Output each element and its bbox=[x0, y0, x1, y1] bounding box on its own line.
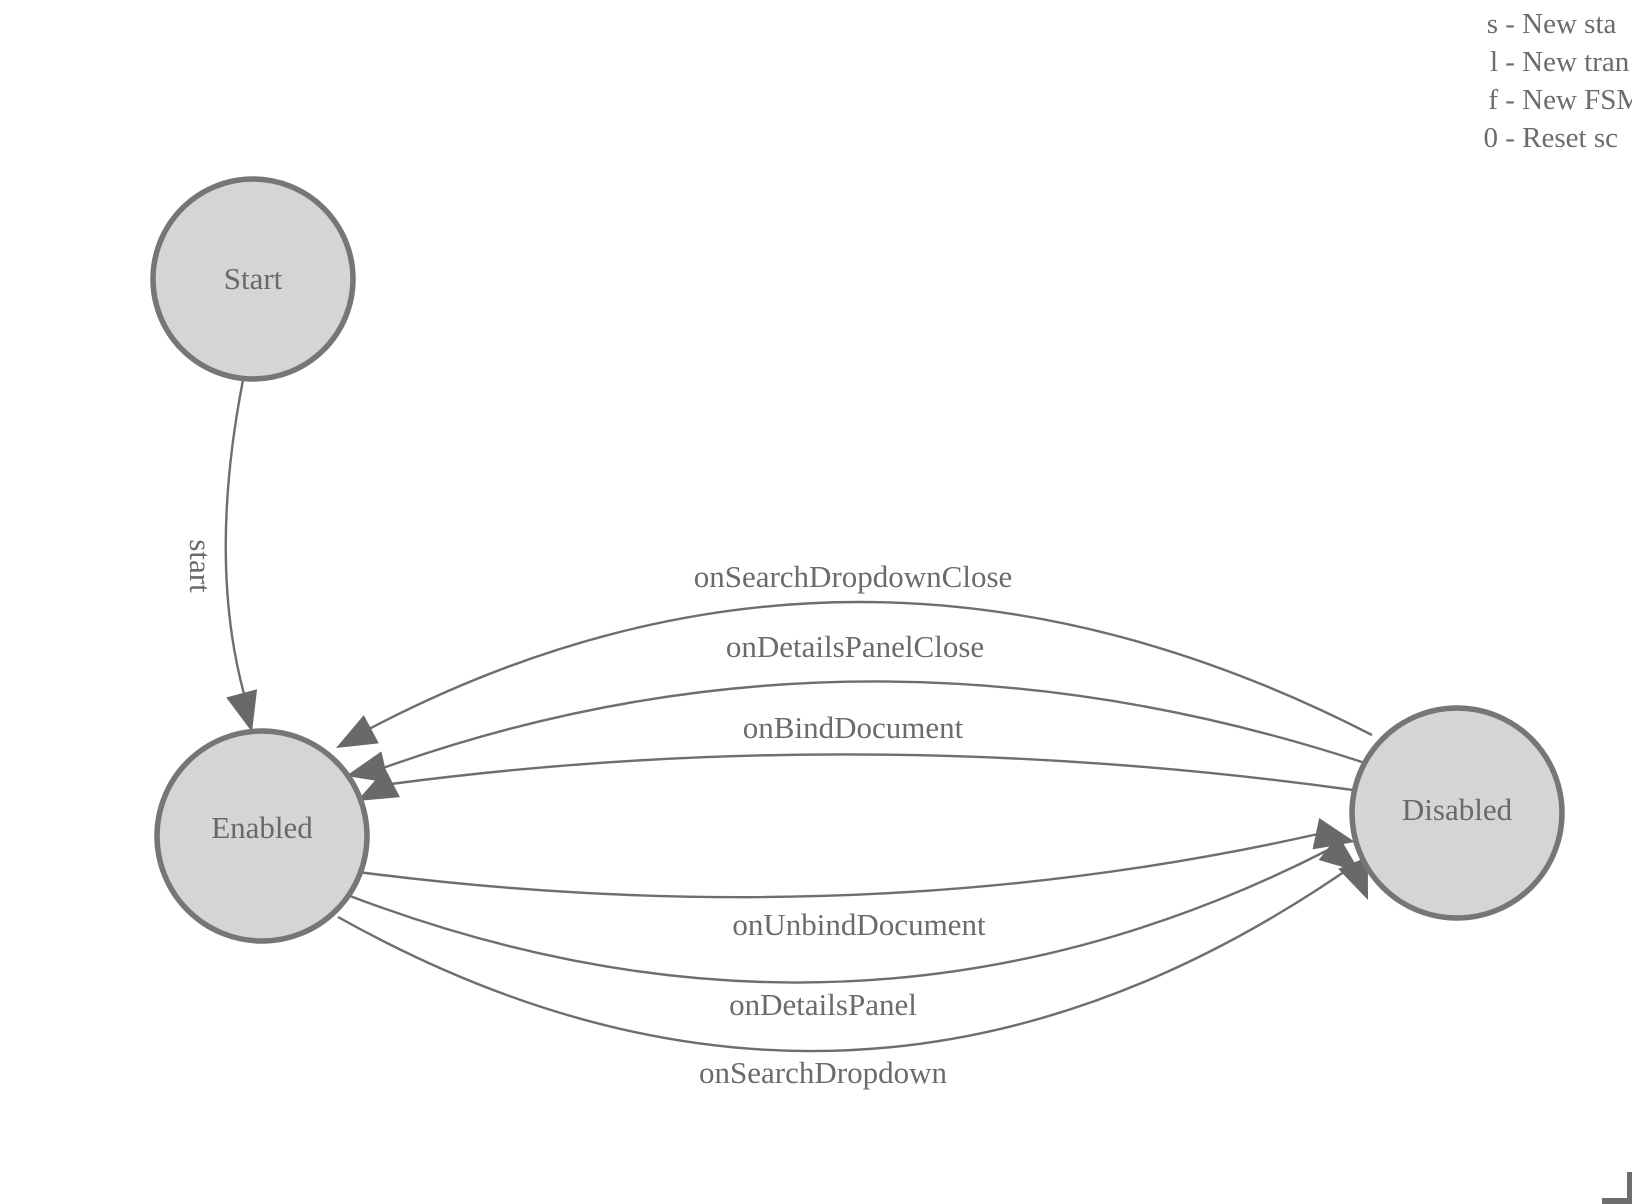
legend-text: New tran bbox=[1522, 46, 1630, 78]
arrowhead-start-to-enabled bbox=[226, 689, 258, 732]
node-disabled-circle[interactable] bbox=[1349, 705, 1565, 921]
corner-mark-vertical bbox=[1627, 1172, 1632, 1204]
node-enabled[interactable]: Enabled bbox=[154, 728, 370, 944]
arrowhead-onSearchDropdownClose bbox=[336, 715, 379, 748]
corner-mark-horizontal bbox=[1602, 1198, 1632, 1204]
edge-group bbox=[224, 379, 1373, 1053]
corner-mark bbox=[1602, 1172, 1632, 1204]
node-start-label: Start bbox=[224, 261, 283, 296]
legend-key: l bbox=[1489, 46, 1498, 78]
legend-text: New FSM bbox=[1522, 84, 1632, 116]
edge-label-onSearchDropdownClose: onSearchDropdownClose bbox=[694, 559, 1013, 594]
edge-onDetailsPanel[interactable] bbox=[349, 847, 1331, 984]
edge-label-onDetailsPanelClose: onDetailsPanelClose bbox=[726, 629, 984, 664]
node-enabled-circle[interactable] bbox=[154, 728, 370, 944]
arrowhead-onDetailsPanel bbox=[1318, 834, 1360, 872]
legend-item-new-fsm: f - New FSM bbox=[1482, 81, 1632, 119]
legend-key: s bbox=[1486, 8, 1498, 40]
legend-text: Reset sc bbox=[1522, 122, 1619, 154]
legend-key: f bbox=[1488, 84, 1498, 116]
edge-label-onUnbindDocument: onUnbindDocument bbox=[732, 907, 986, 942]
legend-item-new-transition: l - New tran bbox=[1482, 43, 1632, 81]
arrowhead-onUnbindDocument bbox=[1312, 818, 1355, 850]
node-start-circle[interactable] bbox=[150, 176, 356, 382]
edge-onDetailsPanelClose[interactable] bbox=[382, 680, 1363, 770]
edge-label-start: start bbox=[183, 539, 218, 593]
legend-separator: - bbox=[1498, 46, 1523, 78]
shortcut-legend: s - New sta l - New tran f - New FSM 0 -… bbox=[1482, 5, 1632, 157]
edge-label-group: start onSearchDropdownClose onDetailsPan… bbox=[183, 539, 1012, 1090]
edge-label-onSearchDropdown: onSearchDropdown bbox=[699, 1055, 947, 1090]
legend-key: 0 bbox=[1483, 122, 1499, 154]
edge-label-onBindDocument: onBindDocument bbox=[743, 710, 964, 745]
edge-onSearchDropdownClose[interactable] bbox=[368, 600, 1373, 737]
edge-onUnbindDocument[interactable] bbox=[357, 832, 1319, 899]
node-disabled[interactable]: Disabled bbox=[1349, 705, 1565, 921]
arrowhead-onBindDocument bbox=[357, 768, 400, 801]
legend-separator: - bbox=[1498, 122, 1523, 154]
legend-item-reset: 0 - Reset sc bbox=[1482, 119, 1632, 157]
arrowhead-onSearchDropdown bbox=[1338, 856, 1368, 900]
legend-separator: - bbox=[1498, 84, 1523, 116]
node-enabled-label: Enabled bbox=[211, 810, 313, 845]
edge-label-onDetailsPanel: onDetailsPanel bbox=[729, 987, 917, 1022]
legend-item-new-state: s - New sta bbox=[1482, 5, 1632, 43]
edge-start-to-enabled[interactable] bbox=[224, 379, 246, 695]
edge-onSearchDropdown[interactable] bbox=[337, 864, 1355, 1053]
arrowhead-onDetailsPanelClose bbox=[346, 751, 389, 783]
node-start[interactable]: Start bbox=[150, 176, 356, 382]
legend-text: New sta bbox=[1522, 8, 1617, 40]
edge-onBindDocument[interactable] bbox=[390, 753, 1354, 792]
node-disabled-label: Disabled bbox=[1402, 792, 1513, 827]
legend-separator: - bbox=[1498, 8, 1523, 40]
arrowhead-group bbox=[226, 689, 1368, 900]
